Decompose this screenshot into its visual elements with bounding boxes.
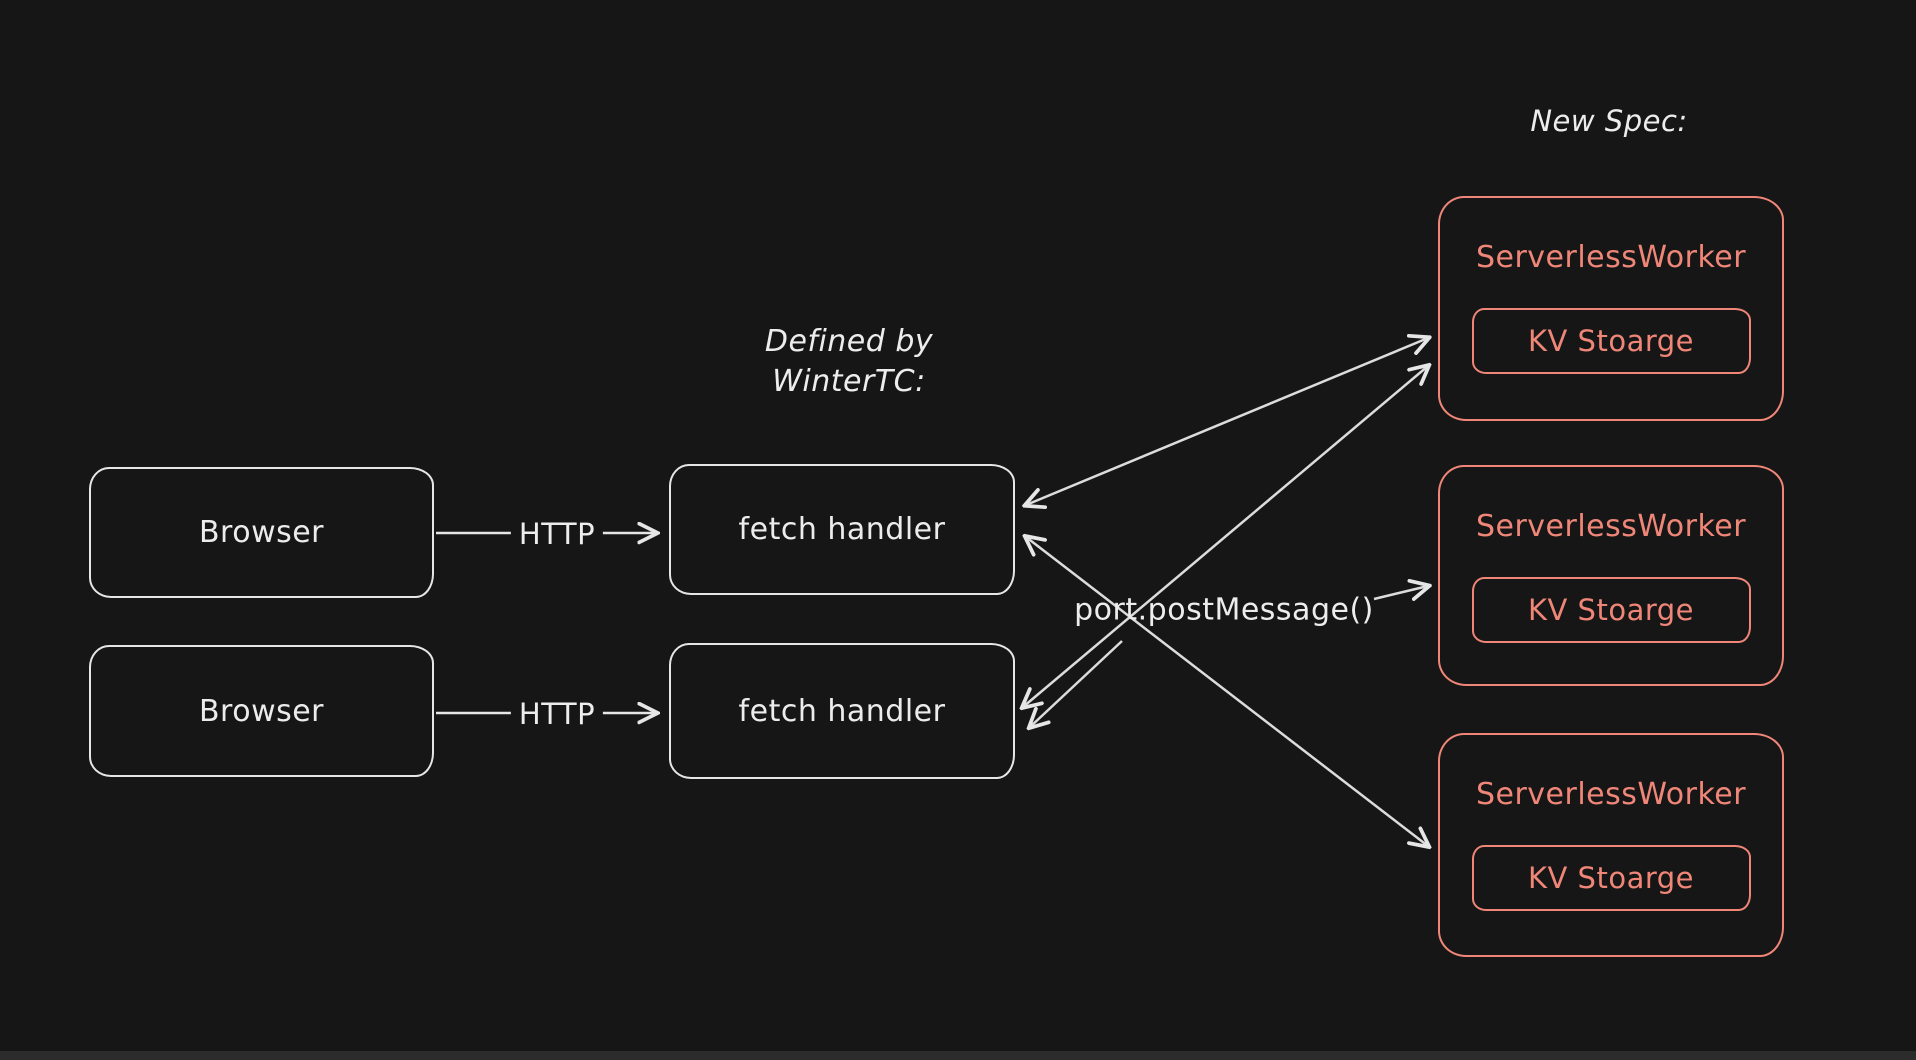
- arrow-fetch-top-worker-top: [1026, 338, 1428, 505]
- browser-node-top-label: Browser: [198, 515, 325, 550]
- http-edge-label-bottom: HTTP: [510, 697, 604, 731]
- serverless-worker-node-top: ServerlessWorker KV Stoarge: [1438, 196, 1784, 421]
- serverless-worker-node-bottom: ServerlessWorker KV Stoarge: [1438, 733, 1784, 957]
- http-edge-label-top: HTTP: [510, 517, 604, 551]
- fetch-handler-node-bottom: fetch handler: [669, 643, 1015, 779]
- arrow-fetch-top-worker-bottom: [1026, 537, 1428, 846]
- defined-by-line1: Defined by: [764, 324, 934, 359]
- defined-by-wintertc-label: Defined by WinterTC:: [765, 322, 933, 402]
- kv-storage-node-middle: KV Stoarge: [1471, 577, 1751, 643]
- fetch-handler-top-label: fetch handler: [738, 512, 946, 547]
- browser-node-bottom-label: Browser: [198, 693, 325, 729]
- kv-storage-bottom-label: KV Stoarge: [1527, 861, 1695, 895]
- browser-node-top: Browser: [89, 467, 434, 598]
- serverless-worker-top-title: ServerlessWorker: [1475, 240, 1747, 275]
- fetch-handler-bottom-label: fetch handler: [738, 693, 946, 729]
- serverless-worker-bottom-title: ServerlessWorker: [1475, 777, 1747, 812]
- serverless-worker-middle-title: ServerlessWorker: [1475, 509, 1747, 544]
- bottom-window-edge: [0, 1051, 1916, 1060]
- new-spec-label: New Spec:: [1530, 104, 1688, 138]
- kv-storage-node-top: KV Stoarge: [1471, 308, 1751, 374]
- arrow-port-to-worker-middle: [1373, 586, 1428, 599]
- browser-node-bottom: Browser: [89, 645, 434, 777]
- defined-by-line2: WinterTC:: [772, 364, 926, 399]
- arrow-fetch-bottom-worker-top: [1023, 366, 1428, 707]
- kv-storage-top-label: KV Stoarge: [1527, 324, 1695, 358]
- serverless-worker-node-middle: ServerlessWorker KV Stoarge: [1438, 465, 1784, 686]
- kv-storage-middle-label: KV Stoarge: [1527, 593, 1695, 627]
- fetch-handler-node-top: fetch handler: [669, 464, 1015, 595]
- port-postmessage-label: port.postMessage(): [1074, 592, 1374, 628]
- arrow-port-to-fetch-bottom: [1030, 640, 1123, 727]
- kv-storage-node-bottom: KV Stoarge: [1471, 845, 1751, 911]
